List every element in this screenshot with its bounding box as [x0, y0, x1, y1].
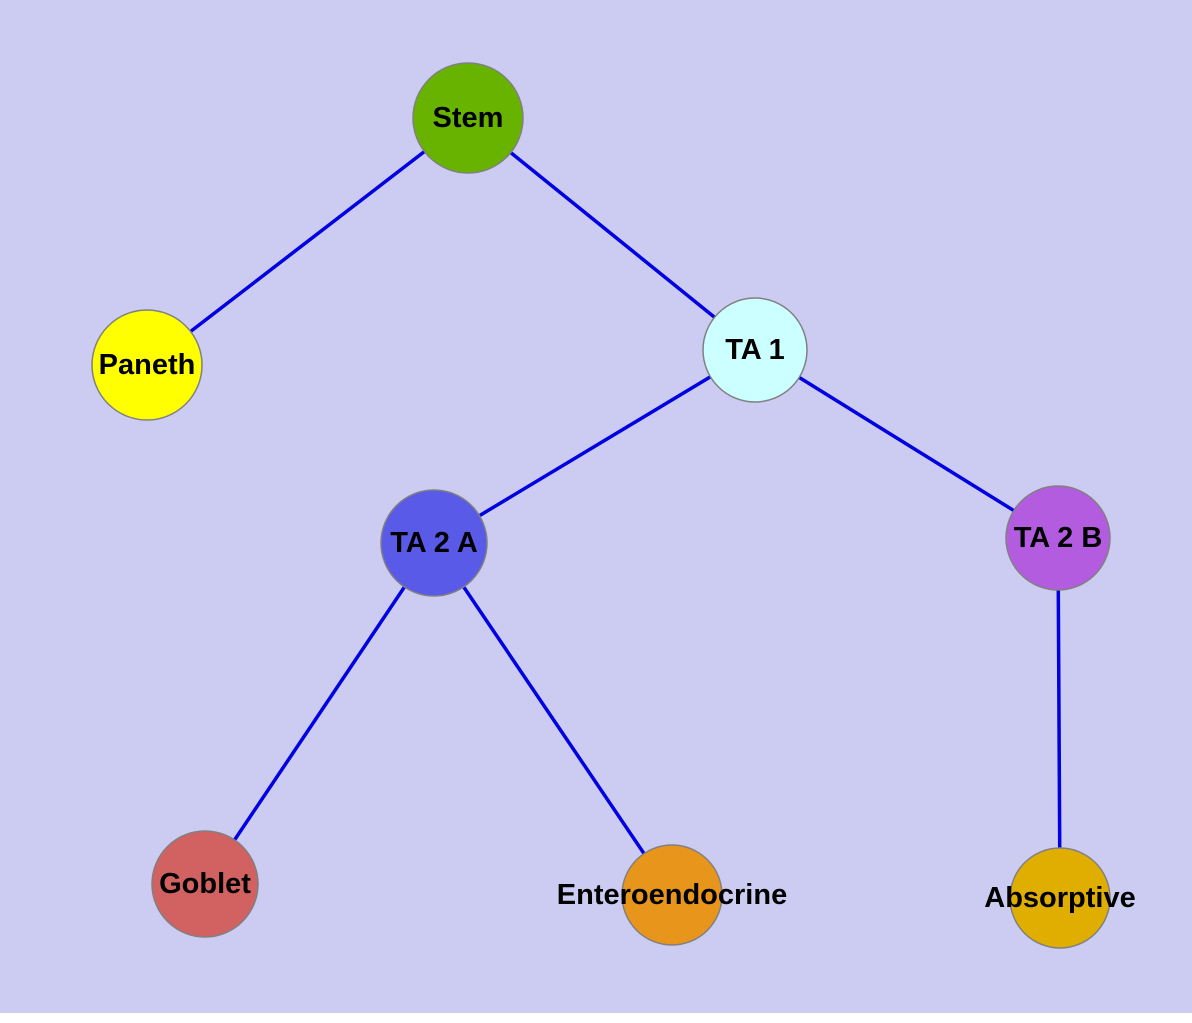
- node-paneth: [91, 309, 203, 421]
- node-ta1: [702, 297, 808, 403]
- node-goblet: [151, 830, 259, 938]
- edge-ta1-ta2b: [754, 348, 1059, 540]
- node-ta2b: [1005, 485, 1111, 591]
- edge-ta2a-enteroendocrine: [432, 542, 674, 896]
- node-enteroendocrine: [621, 844, 723, 946]
- edge-ta2b-absorptive: [1056, 537, 1062, 899]
- node-absorptive: [1009, 847, 1111, 949]
- edge-ta2a-goblet: [203, 542, 436, 885]
- node-ta2a: [380, 489, 488, 597]
- edge-stem-paneth: [145, 116, 470, 367]
- node-stem: [412, 62, 524, 174]
- edge-stem-ta1: [466, 116, 757, 352]
- edge-ta1-ta2a: [433, 348, 756, 545]
